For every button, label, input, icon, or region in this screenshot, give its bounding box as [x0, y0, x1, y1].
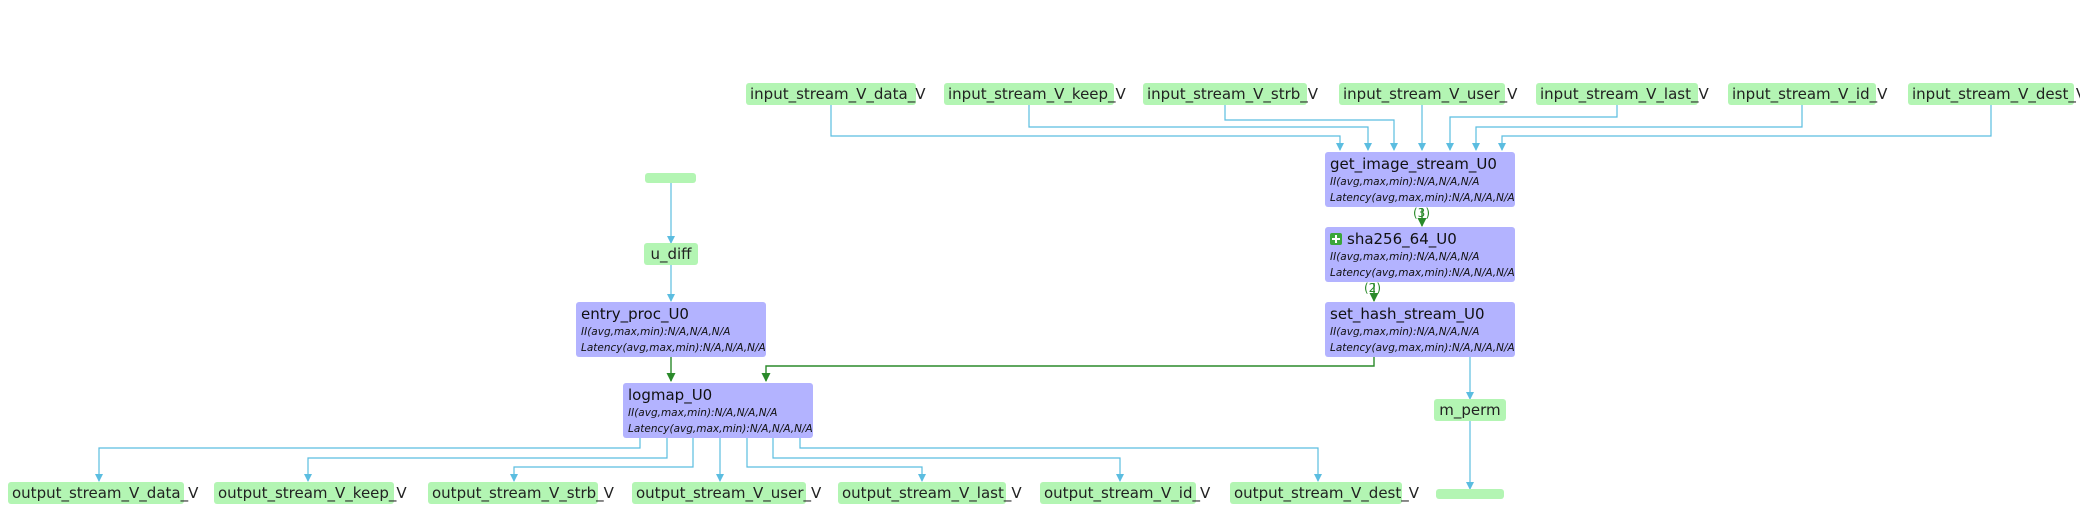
module-name: get_image_stream_U0	[1330, 155, 1497, 173]
data-edges	[95, 105, 1992, 490]
edge-input-dest	[1498, 105, 1992, 151]
edge-out-dest	[799, 438, 1322, 482]
module-latency: Latency(avg,max,min):N/A,N/A,N/A	[1330, 192, 1515, 204]
start-node[interactable]	[645, 173, 696, 183]
input-port[interactable]: input_stream_V_id_V	[1728, 83, 1887, 105]
output-port[interactable]: output_stream_V_data_V	[8, 482, 198, 504]
input-port[interactable]: input_stream_V_last_V	[1536, 83, 1709, 105]
edge-label-sha-set: (2)	[1364, 281, 1381, 295]
control-edges	[666, 208, 1427, 382]
edge-sethash-logmap	[761, 357, 1375, 382]
edge-out-keep	[304, 438, 668, 482]
output-port[interactable]: output_stream_V_id_V	[1040, 482, 1210, 504]
output-port[interactable]: output_stream_V_strb_V	[428, 482, 614, 504]
edge-input-id	[1472, 105, 1803, 151]
edge-input-last	[1446, 105, 1618, 151]
input-port[interactable]: input_stream_V_user_V	[1339, 83, 1517, 105]
input-port[interactable]: input_stream_V_dest_V	[1908, 83, 2080, 105]
output-port[interactable]: output_stream_V_user_V	[632, 482, 821, 504]
plus-icon[interactable]	[1330, 233, 1342, 245]
module-sha256[interactable]: sha256_64_U0 II(avg,max,min):N/A,N/A,N/A…	[1325, 227, 1515, 282]
output-port[interactable]: output_stream_V_keep_V	[214, 482, 407, 504]
module-name-row: sha256_64_U0	[1330, 229, 1510, 249]
module-latency: Latency(avg,max,min):N/A,N/A,N/A	[581, 342, 766, 354]
edge-out-data	[95, 438, 641, 482]
input-port[interactable]: input_stream_V_strb_V	[1143, 83, 1318, 105]
edge-input-strb	[1224, 105, 1398, 151]
edge-out-id	[772, 438, 1124, 482]
output-port[interactable]: output_stream_V_last_V	[838, 482, 1022, 504]
module-entry-proc[interactable]: entry_proc_U0 II(avg,max,min):N/A,N/A,N/…	[576, 302, 766, 357]
u-diff-port[interactable]: u_diff	[644, 243, 698, 265]
module-ii: II(avg,max,min):N/A,N/A,N/A	[1330, 326, 1480, 338]
module-ii: II(avg,max,min):N/A,N/A,N/A	[581, 326, 731, 338]
module-ii: II(avg,max,min):N/A,N/A,N/A	[1330, 176, 1480, 188]
module-ii: II(avg,max,min):N/A,N/A,N/A	[628, 407, 778, 419]
module-set-hash-stream[interactable]: set_hash_stream_U0 II(avg,max,min):N/A,N…	[1325, 302, 1515, 357]
module-latency: Latency(avg,max,min):N/A,N/A,N/A	[1330, 342, 1515, 354]
module-latency: Latency(avg,max,min):N/A,N/A,N/A	[1330, 267, 1515, 279]
edge-input-keep	[1028, 105, 1372, 151]
module-get-image-stream[interactable]: get_image_stream_U0 II(avg,max,min):N/A,…	[1325, 152, 1515, 207]
module-name: entry_proc_U0	[581, 305, 689, 323]
module-ii: II(avg,max,min):N/A,N/A,N/A	[1330, 251, 1480, 263]
m-perm-port[interactable]: m_perm	[1434, 399, 1506, 421]
input-port[interactable]: input_stream_V_data_V	[746, 83, 925, 105]
edge-label-get-sha: (3)	[1413, 206, 1430, 220]
module-name: logmap_U0	[628, 386, 713, 404]
edge-out-last	[746, 438, 926, 482]
edge-input-data	[830, 105, 1344, 151]
edge-out-strb	[510, 438, 694, 482]
module-latency: Latency(avg,max,min):N/A,N/A,N/A	[628, 423, 813, 435]
module-name: sha256_64_U0	[1347, 230, 1457, 248]
input-port[interactable]: input_stream_V_keep_V	[944, 83, 1126, 105]
module-name: set_hash_stream_U0	[1330, 305, 1485, 323]
output-port[interactable]: output_stream_V_dest_V	[1230, 482, 1419, 504]
module-logmap[interactable]: logmap_U0 II(avg,max,min):N/A,N/A,N/A La…	[623, 383, 813, 438]
end-node[interactable]	[1436, 489, 1504, 499]
